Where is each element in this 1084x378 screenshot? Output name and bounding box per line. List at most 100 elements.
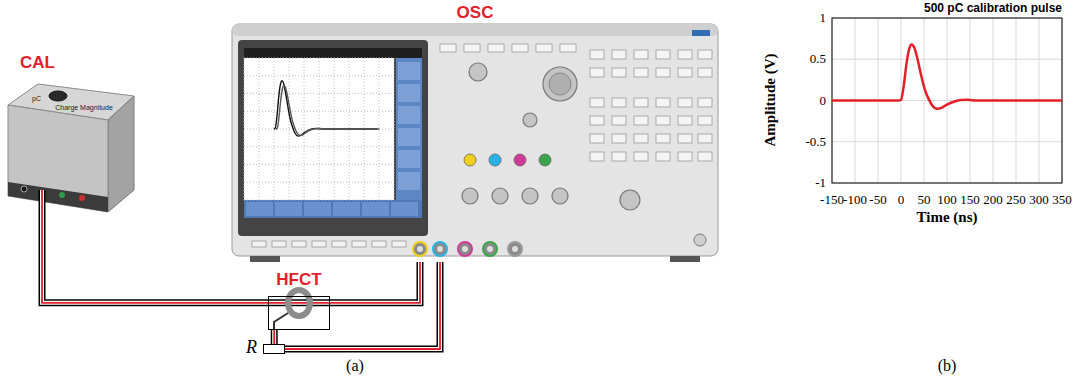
drawing-part bbox=[49, 91, 67, 101]
axis-title: Time (ns) bbox=[917, 209, 978, 226]
soft-button bbox=[312, 241, 326, 247]
drawing-part bbox=[244, 200, 422, 218]
drawing-part bbox=[8, 182, 108, 212]
coax-cable bbox=[274, 330, 275, 344]
tick-label: -150 bbox=[820, 192, 844, 208]
cable-shield bbox=[271, 330, 278, 344]
drawing-part bbox=[40, 190, 44, 202]
menu-key bbox=[398, 106, 420, 124]
menu-key bbox=[398, 62, 420, 80]
panel-button bbox=[678, 152, 692, 161]
menu-key bbox=[362, 202, 389, 216]
drawing-part bbox=[41, 190, 43, 202]
bnc-pin bbox=[512, 246, 518, 252]
panel-button bbox=[560, 44, 576, 52]
calibrator: CAL bbox=[8, 84, 134, 202]
channel-button bbox=[489, 154, 501, 166]
cable-core bbox=[330, 262, 420, 303]
panel-button bbox=[590, 152, 604, 161]
bnc-input bbox=[433, 242, 447, 256]
bnc-pin bbox=[462, 246, 468, 252]
panel-button bbox=[512, 44, 528, 52]
drawing-part bbox=[250, 256, 280, 262]
tick-label: 1 bbox=[820, 10, 827, 26]
soft-button bbox=[272, 241, 286, 247]
panel-button bbox=[612, 134, 626, 143]
menu-key bbox=[398, 172, 420, 190]
drawing-part bbox=[232, 24, 718, 256]
control-knob bbox=[620, 190, 640, 210]
menu-key bbox=[333, 202, 360, 216]
tick-label: 250 bbox=[1006, 192, 1026, 208]
coax-cable bbox=[42, 202, 268, 303]
tick-label: 0.5 bbox=[810, 51, 826, 67]
bnc-pin bbox=[487, 246, 493, 252]
tick-label: 350 bbox=[1052, 192, 1072, 208]
tick-label: -1 bbox=[815, 175, 826, 191]
bnc-input bbox=[413, 242, 427, 256]
panel-button bbox=[656, 134, 670, 143]
bnc-pin bbox=[437, 246, 443, 252]
channel-button bbox=[514, 154, 526, 166]
node-label: HFCT bbox=[276, 270, 321, 290]
screen-grid-line bbox=[244, 146, 394, 147]
panel-button bbox=[698, 152, 712, 161]
drawing-part bbox=[268, 302, 330, 304]
tick-label: 100 bbox=[937, 192, 957, 208]
control-knob bbox=[522, 188, 538, 204]
pulse-chart bbox=[832, 18, 1062, 183]
panel-button bbox=[536, 44, 552, 52]
pulse-trace bbox=[832, 44, 1062, 108]
drawing-part bbox=[39, 190, 46, 202]
drawing-part bbox=[670, 256, 700, 262]
drawing-part bbox=[268, 299, 330, 306]
panel-button bbox=[464, 44, 480, 52]
drawing-part bbox=[268, 301, 330, 305]
menu-key bbox=[398, 84, 420, 102]
tick-label: -100 bbox=[843, 192, 867, 208]
drawing-part bbox=[21, 186, 27, 192]
drawing-part bbox=[244, 58, 394, 200]
node-label: OSC bbox=[457, 3, 494, 23]
soft-button bbox=[392, 241, 406, 247]
panel-label: (a) bbox=[346, 357, 364, 375]
menu-key bbox=[304, 202, 331, 216]
soft-button bbox=[352, 241, 366, 247]
panel-button bbox=[698, 68, 712, 77]
panel-button bbox=[634, 116, 648, 125]
menu-key bbox=[391, 202, 418, 216]
cable-insulation bbox=[42, 202, 268, 303]
panel-button bbox=[656, 50, 670, 59]
panel-button bbox=[634, 98, 648, 107]
control-knob bbox=[549, 73, 571, 95]
panel-button bbox=[590, 50, 604, 59]
control-knob bbox=[552, 188, 568, 204]
cable-shield bbox=[42, 202, 268, 303]
panel-button bbox=[612, 50, 626, 59]
drawing-part bbox=[692, 30, 710, 36]
node-label: R bbox=[246, 337, 257, 358]
panel-button bbox=[590, 134, 604, 143]
panel-button bbox=[656, 98, 670, 107]
panel-button bbox=[612, 98, 626, 107]
tick-label: -0.5 bbox=[805, 134, 826, 150]
drawing-part bbox=[694, 234, 706, 246]
channel-button bbox=[464, 154, 476, 166]
tick-label: 50 bbox=[918, 192, 931, 208]
panel-button bbox=[698, 134, 712, 143]
tick-label: 0 bbox=[898, 192, 905, 208]
plot-frame bbox=[832, 18, 1062, 183]
panel-button bbox=[678, 50, 692, 59]
panel-button bbox=[656, 152, 670, 161]
hfct-illustration bbox=[268, 290, 330, 330]
control-knob bbox=[469, 63, 487, 81]
oscilloscope: OSC bbox=[232, 24, 718, 262]
panel-button bbox=[678, 116, 692, 125]
grid-line bbox=[832, 59, 1062, 60]
tick-label: 150 bbox=[960, 192, 980, 208]
panel-label: (b) bbox=[938, 357, 957, 375]
panel-button bbox=[612, 68, 626, 77]
cable-shield bbox=[330, 262, 420, 303]
